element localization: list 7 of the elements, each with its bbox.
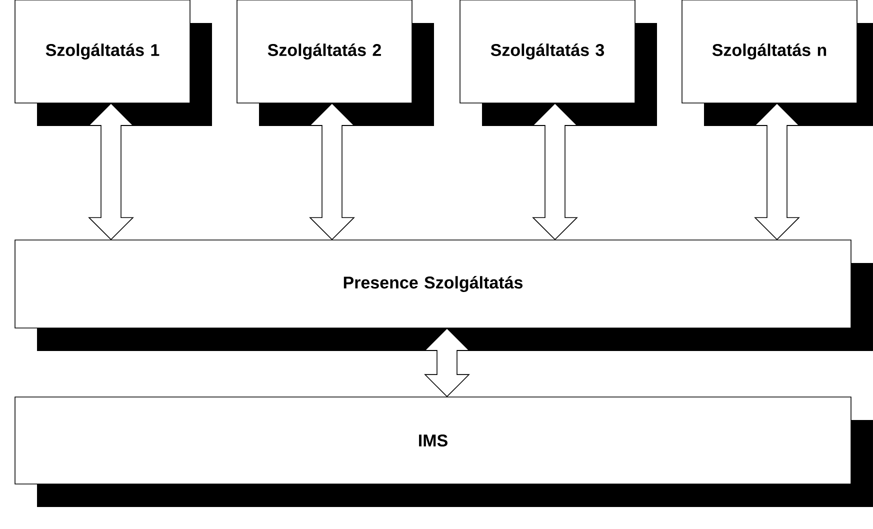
process-box: Szolgáltatás 3 <box>460 0 657 126</box>
process-box: Szolgáltatás n <box>682 0 873 126</box>
process-box: Presence Szolgáltatás <box>14 240 873 351</box>
process-box: IMS <box>14 396 873 507</box>
process-box: Szolgáltatás 1 <box>14 0 212 126</box>
process-box: Szolgáltatás 2 <box>236 0 434 126</box>
double-arrow <box>424 328 470 398</box>
